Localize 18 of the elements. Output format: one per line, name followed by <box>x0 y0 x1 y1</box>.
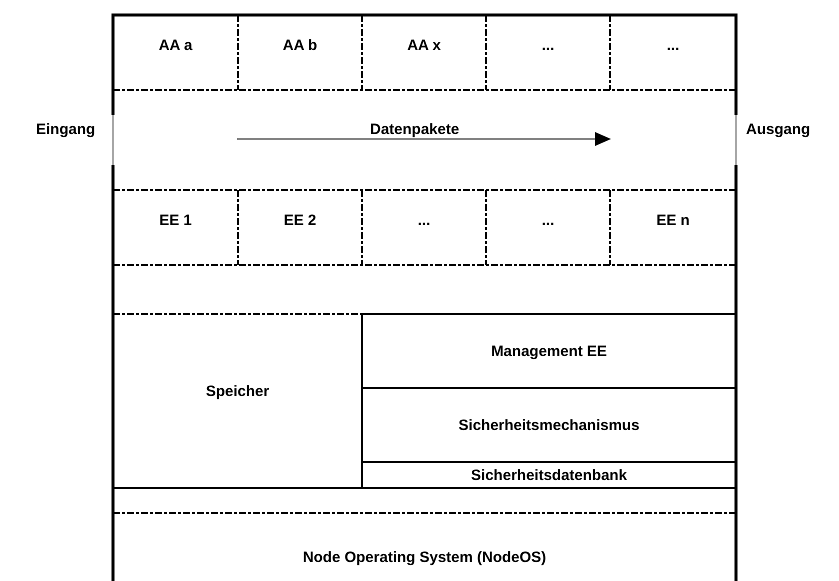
cell-label: AA b <box>282 37 318 54</box>
cell-label: AA a <box>158 37 192 54</box>
cell-label: Speicher <box>206 382 270 400</box>
port-label: Ausgang <box>746 121 810 138</box>
cell-label: Management EE <box>491 342 607 360</box>
cell-label: EE 2 <box>284 212 316 229</box>
cell-label: ... <box>418 212 430 229</box>
cell-label: Sicherheitsdatenbank <box>471 466 627 484</box>
cell-label: EE 1 <box>159 212 192 229</box>
cell-label: EE n <box>656 212 690 229</box>
port-label: Eingang <box>36 121 96 138</box>
flow-label: Datenpakete <box>370 121 460 138</box>
cell-label: ... <box>542 212 554 229</box>
cell-label: ... <box>542 37 554 54</box>
cell-label: Node Operating System (NodeOS) <box>302 548 546 566</box>
cell-label: Sicherheitsmechanismus <box>458 416 640 434</box>
cell-label: AA x <box>407 37 441 54</box>
cell-label: ... <box>666 37 680 54</box>
